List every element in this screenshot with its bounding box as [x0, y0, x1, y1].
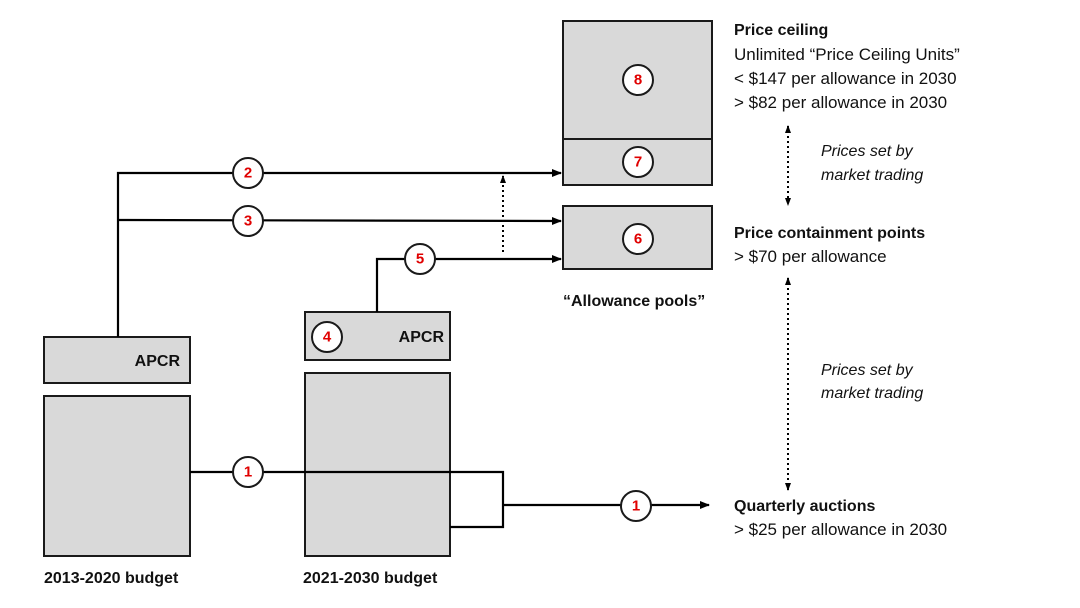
badge-7: 7 [622, 146, 654, 178]
left-budget-box [43, 395, 191, 557]
svg-text:8: 8 [634, 72, 642, 89]
right-budget-caption: 2021-2030 budget [303, 570, 438, 587]
badge-5: 5 [404, 243, 436, 275]
market-note-bottom-line-2: market trading [821, 385, 923, 402]
flow-1-bracket [305, 470, 505, 529]
left-apcr-box [43, 336, 191, 384]
right-apcr-label: APCR [399, 329, 445, 346]
svg-text:3: 3 [244, 213, 252, 230]
price-ceiling-line-3: > $82 per allowance in 2030 [734, 93, 947, 112]
badge-1-left: 1 [232, 456, 264, 488]
badge-1-right: 1 [620, 490, 652, 522]
svg-text:6: 6 [634, 231, 642, 248]
flow-5-line [375, 255, 562, 312]
price-containment-line-1: > $70 per allowance [734, 247, 887, 266]
price-containment-title: Price containment points [734, 225, 925, 242]
badge-8: 8 [622, 64, 654, 96]
price-ceiling-line-1: Unlimited “Price Ceiling Units” [734, 45, 960, 64]
svg-text:7: 7 [634, 154, 642, 171]
svg-text:4: 4 [323, 329, 332, 346]
badge-2: 2 [232, 157, 264, 189]
svg-text:5: 5 [416, 251, 424, 268]
left-budget-caption: 2013-2020 budget [44, 570, 179, 587]
flow-2-line [116, 169, 562, 337]
svg-text:2: 2 [244, 165, 252, 182]
pools-caption: “Allowance pools” [563, 293, 705, 310]
market-note-top-line-1: Prices set by [821, 143, 914, 160]
price-ceiling-line-2: < $147 per allowance in 2030 [734, 69, 957, 88]
market-note-bottom-line-1: Prices set by [821, 362, 914, 379]
badge-4: 4 [311, 321, 343, 353]
quarterly-auctions-line-1: > $25 per allowance in 2030 [734, 520, 947, 539]
svg-text:1: 1 [244, 464, 252, 481]
left-apcr-label: APCR [135, 353, 181, 370]
right-budget-box [304, 372, 451, 557]
badge-6: 6 [622, 223, 654, 255]
svg-text:1: 1 [632, 498, 640, 515]
price-ceiling-title: Price ceiling [734, 22, 828, 39]
flow-3-line [117, 216, 562, 225]
market-note-top-line-2: market trading [821, 167, 923, 184]
quarterly-auctions-title: Quarterly auctions [734, 498, 875, 515]
badge-3: 3 [232, 205, 264, 237]
